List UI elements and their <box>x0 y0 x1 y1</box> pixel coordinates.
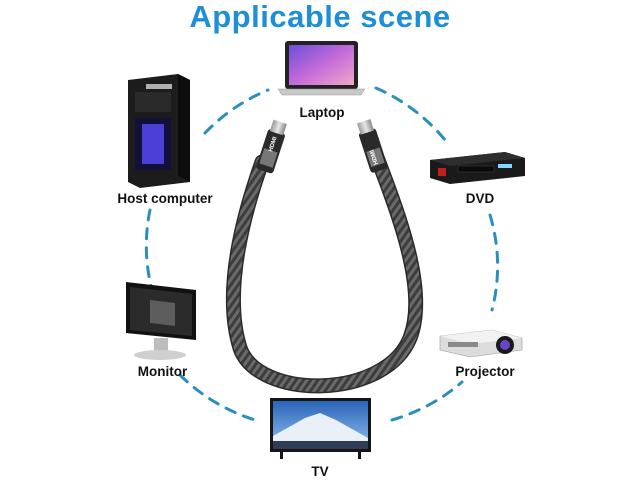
arc-bottom-right <box>390 380 464 422</box>
arc-top-right <box>374 86 447 142</box>
label-host-computer: Host computer <box>117 191 213 206</box>
host-computer-icon <box>128 74 190 188</box>
arc-top-left <box>203 88 270 135</box>
arc-left <box>144 208 154 292</box>
laptop-icon <box>277 41 366 96</box>
projector-icon <box>439 329 523 358</box>
label-monitor: Monitor <box>137 364 188 379</box>
monitor-icon <box>126 282 196 360</box>
connector-text-right: HDMI <box>369 148 380 165</box>
label-laptop: Laptop <box>299 105 345 120</box>
arc-right <box>488 213 500 312</box>
arc-bottom-left <box>178 373 257 422</box>
label-projector: Projector <box>455 364 515 379</box>
tv-icon <box>270 398 371 459</box>
label-dvd: DVD <box>465 191 495 206</box>
connection-arcs <box>144 86 500 422</box>
connector-text-left: HDMI <box>268 136 279 153</box>
page-title: Applicable scene <box>189 0 451 34</box>
label-tv: TV <box>311 464 329 479</box>
hdmi-cable-icon: HDMI HDMI <box>226 118 424 394</box>
dvd-icon <box>430 152 525 184</box>
